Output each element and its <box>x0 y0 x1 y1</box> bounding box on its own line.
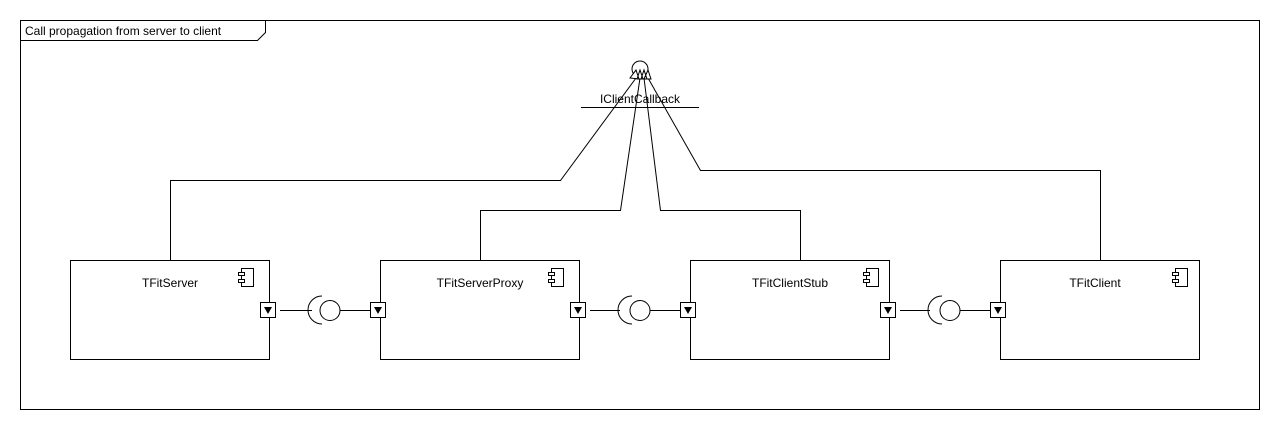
assembly-connectors <box>280 295 990 325</box>
port-right <box>260 302 276 318</box>
port-right <box>570 302 586 318</box>
port-left <box>370 302 386 318</box>
interface-provided: IClientCallback <box>581 60 699 108</box>
component-name: TFitClientStub <box>752 276 828 290</box>
port-left <box>990 302 1006 318</box>
component-name: TFitServer <box>142 276 198 290</box>
assembly-stub-client <box>900 295 990 325</box>
component-tfitserverproxy: TFitServerProxy <box>370 260 586 360</box>
component-icon <box>548 268 564 287</box>
interface-label: IClientCallback <box>600 92 681 106</box>
component-tfitserver: TFitServer <box>70 260 276 360</box>
frame-title-tab <box>20 20 266 41</box>
port-left <box>680 302 696 318</box>
component-tfitclient: TFitClient <box>990 260 1200 360</box>
assembly-proxy-stub <box>590 295 680 325</box>
server-realization-line <box>170 77 637 260</box>
component-icon <box>1172 268 1188 287</box>
component-name: TFitClient <box>1069 276 1121 290</box>
realization-connectors <box>170 77 1101 260</box>
component-name: TFitServerProxy <box>437 276 524 290</box>
component-icon <box>863 268 879 287</box>
arrowheads <box>629 68 652 80</box>
client-realization-line <box>647 77 1101 260</box>
port-right <box>880 302 896 318</box>
assembly-server-proxy <box>280 295 370 325</box>
component-tfitclientstub: TFitClientStub <box>680 260 896 360</box>
stub-realization-line <box>643 77 801 260</box>
frame-title: Call propagation from server to client <box>25 24 222 38</box>
proxy-realization-line <box>480 77 641 260</box>
component-icon <box>238 268 254 287</box>
